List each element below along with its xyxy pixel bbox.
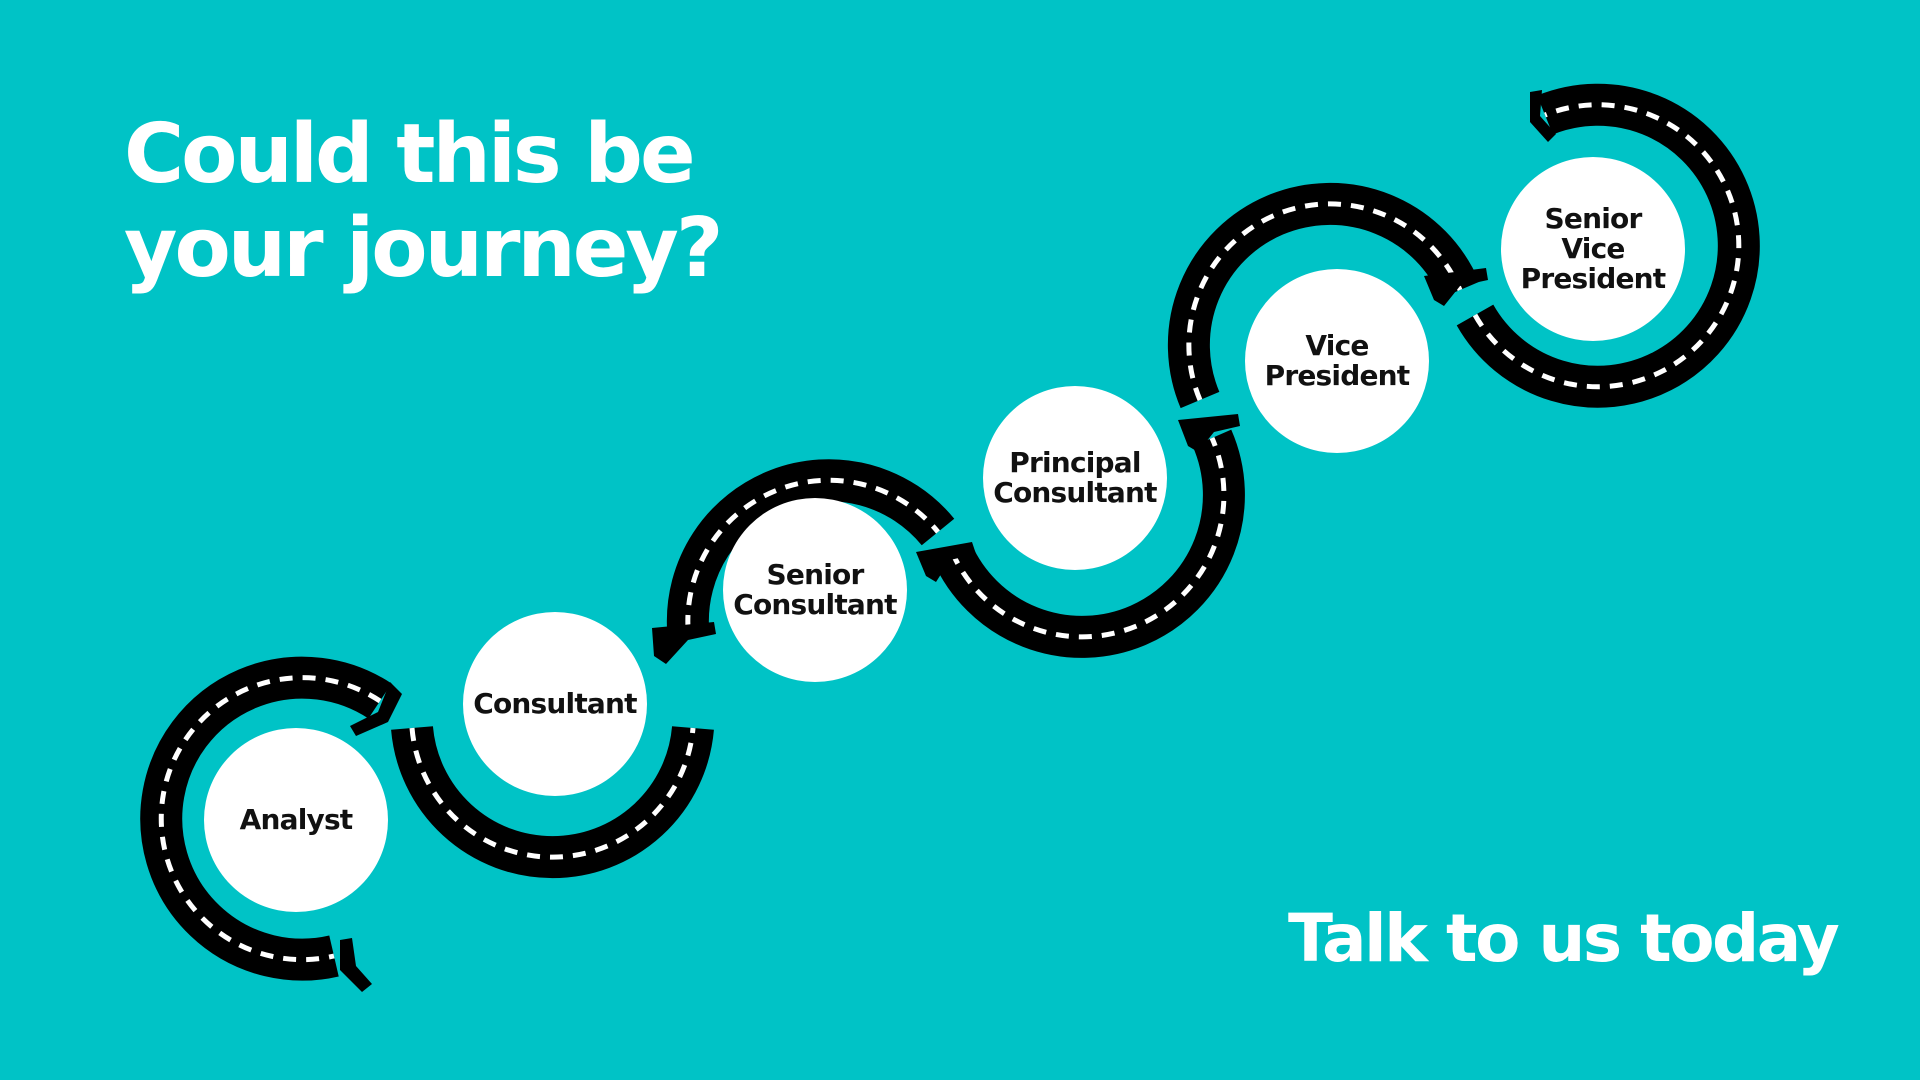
road-joint xyxy=(340,938,372,992)
cta-talk-to-us[interactable]: Talk to us today xyxy=(1288,900,1840,977)
stage-principal-consultant: Principal Consultant xyxy=(983,386,1167,570)
headline-line-1: Could this be xyxy=(124,107,696,202)
stage-consultant: Consultant xyxy=(463,612,647,796)
stage-label: Senior Consultant xyxy=(733,558,897,621)
stage-label: Senior Vice President xyxy=(1520,202,1667,295)
headline: Could this be your journey? xyxy=(124,107,723,296)
stage-label: Consultant xyxy=(473,687,637,720)
road-joint xyxy=(350,682,402,736)
stage-label: Vice President xyxy=(1264,329,1411,392)
headline-line-2: your journey? xyxy=(124,201,723,296)
road-joint xyxy=(1424,268,1488,306)
stage-label: Analyst xyxy=(239,803,354,836)
stage-senior-vice-president: Senior Vice President xyxy=(1501,157,1685,341)
stage-senior-consultant: Senior Consultant xyxy=(723,498,907,682)
road-joint xyxy=(1178,414,1240,452)
stage-analyst: Analyst xyxy=(204,728,388,912)
road-joint xyxy=(916,542,976,582)
stage-vice-president: Vice President xyxy=(1245,269,1429,453)
road-joint xyxy=(1530,90,1556,142)
stage-label: Principal Consultant xyxy=(993,446,1157,509)
road-joint xyxy=(652,622,716,664)
